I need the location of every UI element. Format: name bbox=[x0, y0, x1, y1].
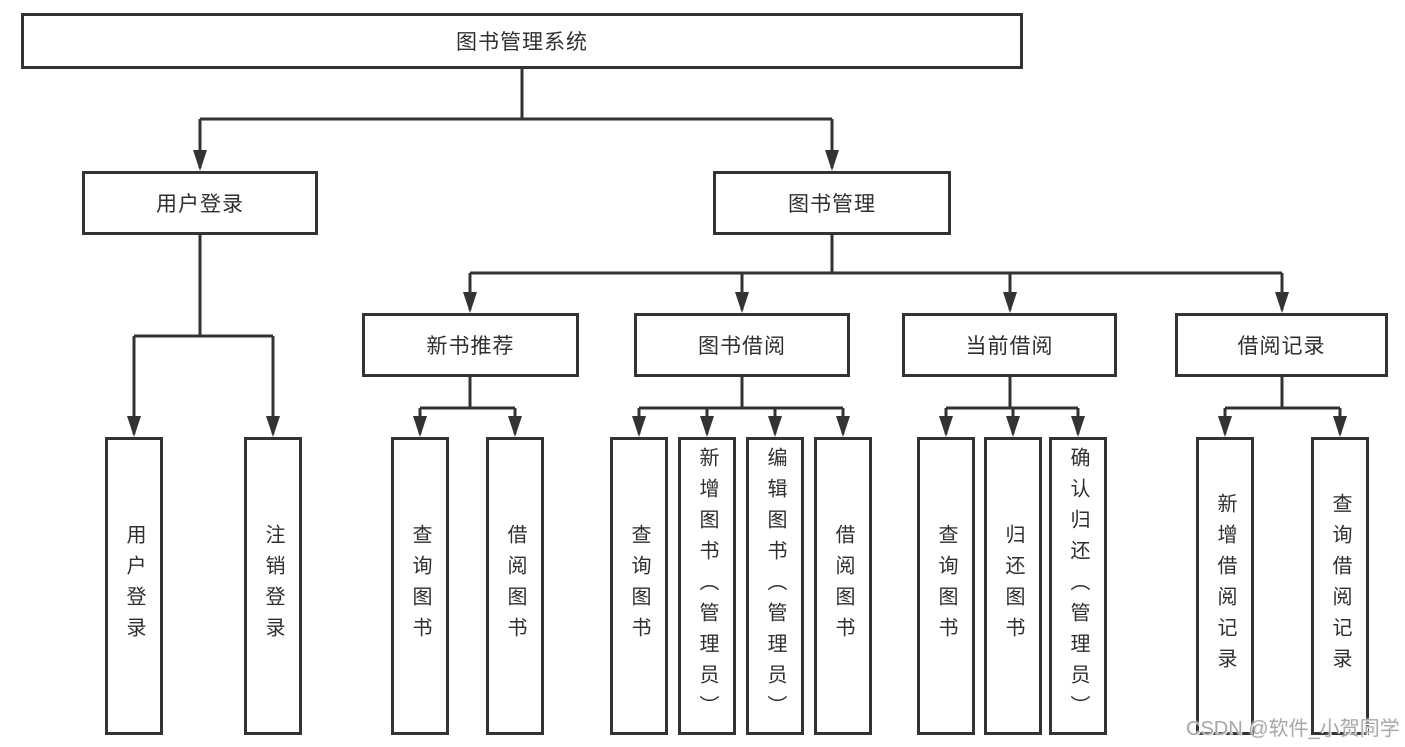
node-edit-book-admin: 编辑图书（管理员） bbox=[746, 437, 804, 735]
node-user-login-action: 用户登录 bbox=[105, 437, 163, 735]
arrowhead-icons bbox=[127, 150, 1347, 437]
node-query-borrow-record: 查询借阅记录 bbox=[1311, 437, 1369, 735]
node-new-book-recommendation: 新书推荐 bbox=[362, 313, 579, 377]
node-logout: 注销登录 bbox=[244, 437, 302, 735]
node-borrowing-records: 借阅记录 bbox=[1175, 313, 1388, 377]
node-book-management: 图书管理 bbox=[713, 171, 951, 235]
node-library-management-system: 图书管理系统 bbox=[21, 13, 1023, 69]
node-return-book: 归还图书 bbox=[984, 437, 1042, 735]
node-current-borrowing: 当前借阅 bbox=[902, 313, 1117, 377]
node-query-books-recommend: 查询图书 bbox=[391, 437, 449, 735]
node-borrow-books-recommend: 借阅图书 bbox=[486, 437, 544, 735]
node-book-borrowing: 图书借阅 bbox=[634, 313, 850, 377]
node-query-books-current: 查询图书 bbox=[917, 437, 975, 735]
connector-path bbox=[132, 69, 1342, 434]
node-add-borrow-record: 新增借阅记录 bbox=[1196, 437, 1254, 735]
node-borrow-books: 借阅图书 bbox=[814, 437, 872, 735]
watermark: CSDN @软件_小贺同学 bbox=[1186, 718, 1400, 740]
node-query-books-borrow: 查询图书 bbox=[610, 437, 668, 735]
node-confirm-return-admin: 确认归还（管理员） bbox=[1049, 437, 1107, 735]
node-add-book-admin: 新增图书（管理员） bbox=[678, 437, 736, 735]
node-user-login: 用户登录 bbox=[82, 171, 318, 235]
